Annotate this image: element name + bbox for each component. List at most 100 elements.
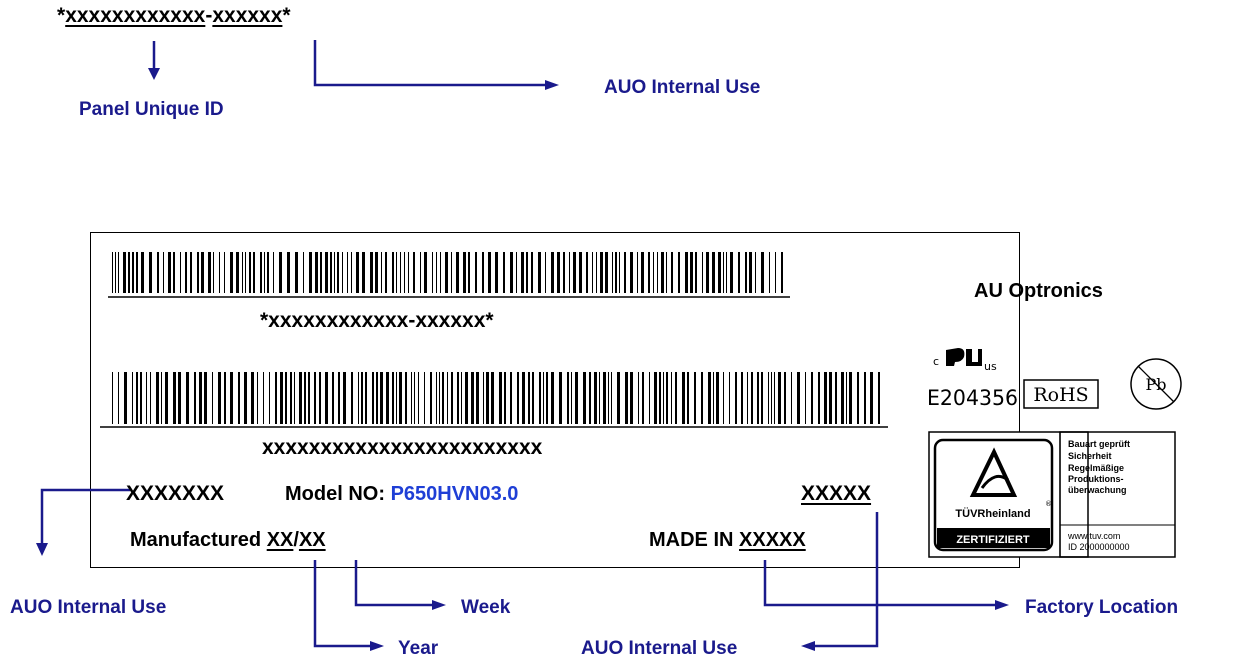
barcode-top-text: *xxxxxxxxxxxx-xxxxxx*: [260, 309, 494, 332]
barcode-bar: [141, 252, 144, 293]
barcode-bar: [791, 372, 792, 424]
barcode-bar: [112, 252, 113, 293]
barcode-bar: [476, 372, 479, 424]
barcode-bar: [531, 252, 533, 293]
barcode-bar: [723, 252, 724, 293]
mfg-week: XX: [298, 529, 326, 551]
tuv-line-1: Bauart geprüft: [1068, 439, 1130, 449]
barcode-bar: [351, 372, 353, 424]
barcode-bar: [128, 252, 130, 293]
barcode-bar: [755, 252, 756, 293]
barcode-bar: [224, 372, 226, 424]
barcode-bar: [774, 372, 775, 424]
barcode-bar: [784, 372, 786, 424]
barcode-bar: [440, 252, 441, 293]
barcode-bar: [386, 372, 389, 424]
tuv-brand: TÜVRheinland: [955, 507, 1030, 520]
barcode-bar: [713, 372, 714, 424]
barcode-bar: [726, 252, 727, 293]
tuv-certification-badge: [928, 431, 1176, 558]
barcode-bar: [605, 252, 608, 293]
barcode-bar: [465, 372, 468, 424]
barcode-bar: [299, 372, 302, 424]
barcode-bar: [653, 252, 654, 293]
barcode-bar: [260, 252, 262, 293]
barcode-bar: [559, 372, 562, 424]
lead-free-icon: [1130, 358, 1182, 410]
barcode-bar: [218, 372, 221, 424]
barcode-bar: [249, 252, 251, 293]
barcode-bar: [761, 252, 764, 293]
barcode-bar: [304, 372, 306, 424]
barcode-bar: [528, 372, 530, 424]
barcode-bar: [251, 372, 254, 424]
barcode-bar: [706, 252, 709, 293]
barcode-bar: [358, 372, 359, 424]
barcode-bar: [579, 252, 582, 293]
made-in-value: XXXXX: [739, 529, 806, 551]
barcode-bar: [347, 252, 348, 293]
barcode-bar: [457, 372, 459, 424]
auo-internal-use-left-callout: AUO Internal Use: [10, 597, 167, 618]
barcode-bar: [194, 372, 196, 424]
barcode-bar: [414, 372, 415, 424]
barcode-bar: [325, 252, 328, 293]
barcode-bar: [264, 252, 265, 293]
year-leader: [313, 560, 370, 648]
arrow-down-icon: [36, 543, 48, 556]
barcode-bar: [439, 372, 440, 424]
barcode-bar: [447, 372, 448, 424]
panel-unique-id-callout: Panel Unique ID: [79, 99, 224, 120]
barcode-bar: [567, 372, 569, 424]
internal-code: XXXXXXX: [126, 482, 225, 505]
barcode-bar: [173, 252, 175, 293]
barcode-bottom: [112, 372, 880, 424]
barcode-bar: [551, 372, 554, 424]
barcode-bar: [257, 372, 258, 424]
barcode-bar: [539, 372, 541, 424]
barcode-bar: [380, 372, 383, 424]
barcode-bar: [118, 372, 119, 424]
barcode-bar: [517, 372, 519, 424]
barcode-bar: [420, 252, 421, 293]
product-label: [90, 232, 1020, 568]
registered-mark: ®: [1045, 500, 1052, 508]
barcode-bar: [381, 252, 382, 293]
barcode-bar: [594, 372, 597, 424]
barcode-bar: [751, 372, 753, 424]
barcode-bar: [708, 372, 711, 424]
barcode-bar: [351, 252, 352, 293]
barcode-bar: [563, 252, 565, 293]
barcode-bar: [757, 372, 759, 424]
barcode-bar: [150, 372, 151, 424]
barcode-bar: [461, 372, 462, 424]
barcode-bar: [376, 372, 378, 424]
barcode-bar: [769, 252, 770, 293]
barcode-bar: [163, 252, 164, 293]
barcode-bar: [583, 372, 586, 424]
barcode-bar: [400, 252, 401, 293]
barcode-bar: [342, 252, 343, 293]
tuv-triangle-icon: [969, 447, 1018, 497]
barcode-bar: [413, 252, 415, 293]
ul-c-text: c: [933, 355, 939, 368]
barcode-bar: [532, 372, 534, 424]
barcode-bar: [224, 252, 225, 293]
barcode-bar: [408, 252, 409, 293]
barcode-bar: [290, 372, 292, 424]
id-internal-part: xxxxxx: [212, 4, 283, 27]
auo-internal-bottom-leader: [815, 512, 879, 648]
barcode-bar: [204, 372, 207, 424]
barcode-bar: [729, 372, 730, 424]
barcode-bar: [685, 252, 688, 293]
auo-internal-left-leader: [40, 488, 130, 543]
barcode-bar: [659, 372, 661, 424]
rohs-label: RoHS: [1033, 384, 1088, 406]
barcode-bar: [599, 372, 600, 424]
barcode-bar: [267, 252, 269, 293]
barcode-bar: [418, 372, 419, 424]
barcode-bar: [405, 372, 407, 424]
barcode-bar: [857, 372, 859, 424]
barcode-bar: [263, 372, 264, 424]
barcode-bar: [303, 252, 304, 293]
